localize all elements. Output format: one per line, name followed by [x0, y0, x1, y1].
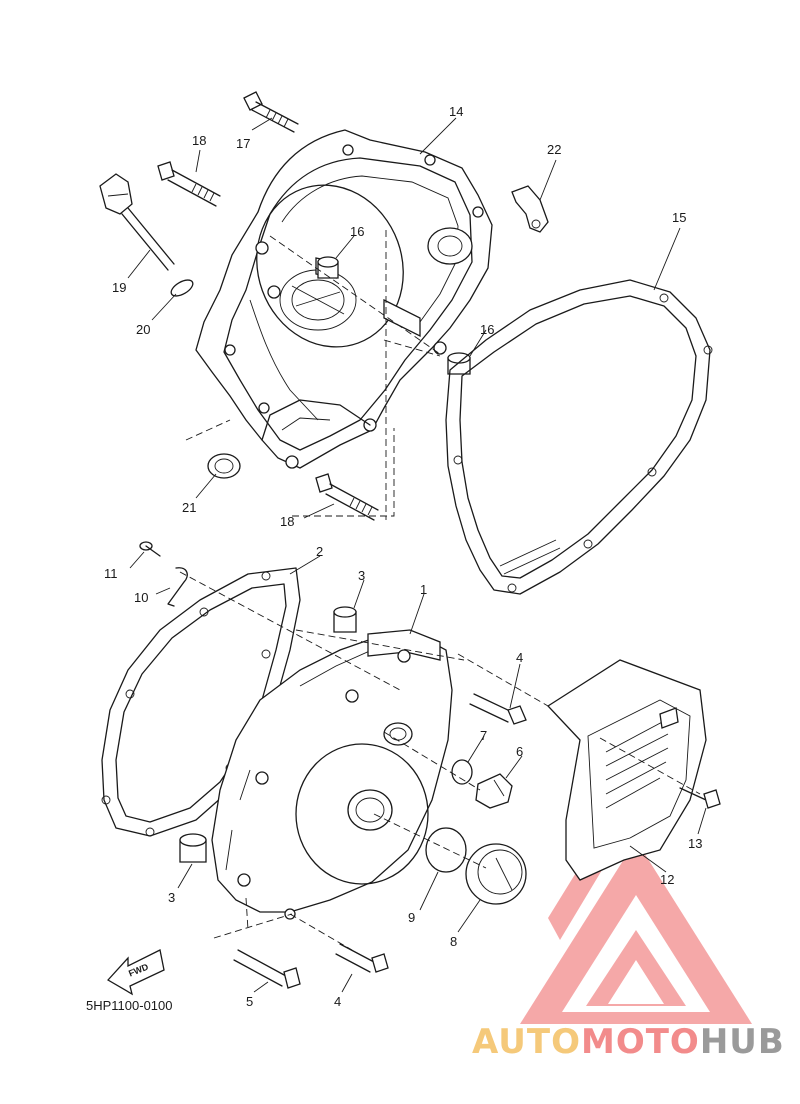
dowel-pin-3-upper [333, 606, 357, 633]
bolt-4-lower [335, 943, 389, 973]
bolt-17 [243, 91, 299, 133]
callout-labels: 17 14 18 22 15 16 19 20 16 21 18 2 11 3 … [104, 104, 702, 1009]
callout-17: 17 [236, 136, 250, 151]
callout-18-lower: 18 [280, 514, 294, 529]
callout-1: 1 [420, 582, 427, 597]
callout-4-lower: 4 [334, 994, 341, 1009]
bracket-22 [511, 185, 549, 233]
callout-9: 9 [408, 910, 415, 925]
callout-11: 11 [104, 566, 118, 581]
dowel-pin-16-a [317, 256, 339, 279]
clamp-10 [167, 567, 188, 607]
generator-cover-part-1 [211, 629, 453, 920]
o-ring-7 [451, 759, 473, 785]
callout-15: 15 [672, 210, 686, 225]
callout-7: 7 [480, 728, 487, 743]
bolt-18-lower [315, 473, 379, 521]
alignment-lines [179, 230, 701, 951]
callout-4-upper: 4 [516, 650, 523, 665]
fwd-arrow-icon: FWD [106, 949, 165, 996]
callout-14: 14 [449, 104, 463, 119]
oil-seal-21 [207, 453, 241, 479]
screw-13 [679, 787, 721, 809]
callout-21: 21 [182, 500, 196, 515]
callout-19: 19 [112, 280, 126, 295]
watermark-hub: HUB [700, 1022, 785, 1062]
gasket-15 [445, 279, 713, 595]
plug-6 [475, 773, 513, 809]
bolt-4-upper [469, 693, 527, 725]
watermark-logo [520, 840, 752, 1024]
watermark-auto: AUTO [472, 1022, 581, 1062]
diagram-code: 5HP1100-0100 [86, 998, 173, 1013]
dowel-pin-16-b [447, 352, 471, 375]
callout-3-upper: 3 [358, 568, 365, 583]
callout-16-right: 16 [480, 322, 494, 337]
plug-8 [465, 843, 527, 905]
callout-20: 20 [136, 322, 150, 337]
o-ring-9 [425, 827, 467, 873]
callout-5: 5 [246, 994, 253, 1009]
callout-12: 12 [660, 872, 674, 887]
leader-lines [127, 117, 707, 993]
bolt-18-upper [157, 161, 221, 207]
callout-6: 6 [516, 744, 523, 759]
crankcase-cover-part-14 [195, 129, 493, 469]
callout-18-upper: 18 [192, 133, 206, 148]
watermark-moto: MOTO [581, 1022, 700, 1062]
callout-16-upper: 16 [350, 224, 364, 239]
callout-3-lower: 3 [168, 890, 175, 905]
screw-11 [139, 541, 161, 557]
oil-dipstick-19 [99, 173, 175, 271]
callout-2: 2 [316, 544, 323, 559]
callout-22: 22 [547, 142, 561, 157]
o-ring-20 [170, 279, 194, 297]
cover-12 [546, 659, 707, 881]
watermark-text: AUTOMOTOHUB [472, 1022, 785, 1062]
dowel-pin-3-lower [179, 833, 207, 863]
bolt-5 [233, 949, 301, 989]
callout-10: 10 [134, 590, 148, 605]
callout-13: 13 [688, 836, 702, 851]
callout-8: 8 [450, 934, 457, 949]
